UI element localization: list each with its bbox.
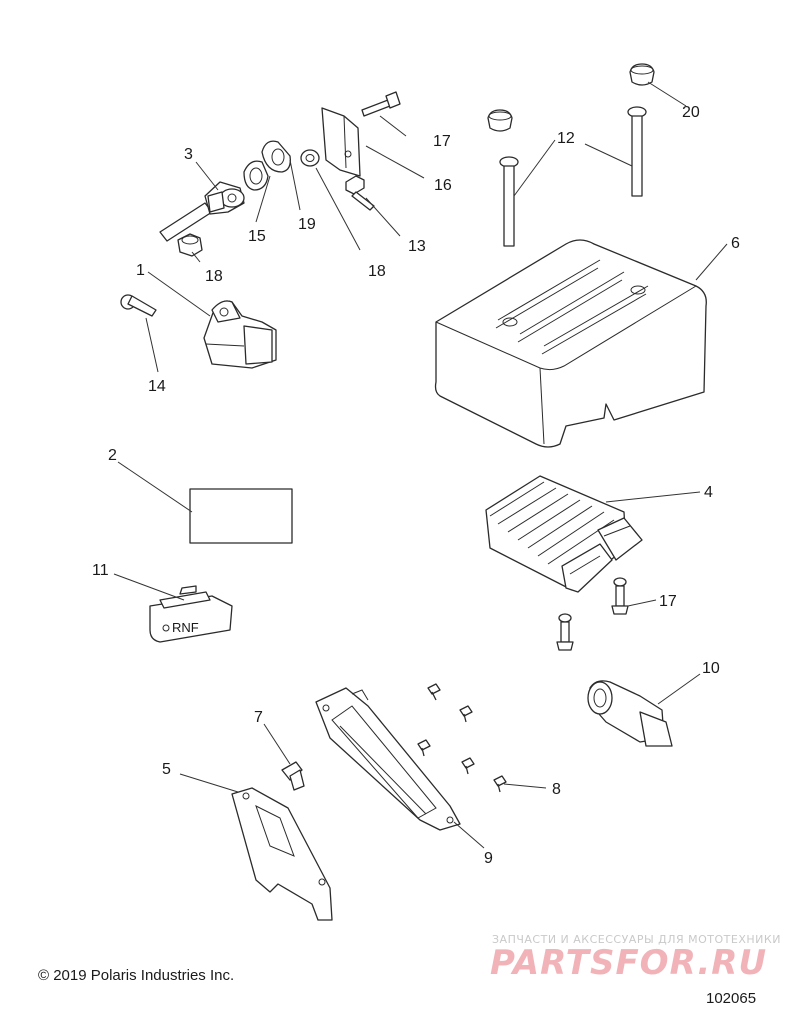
callout-11: 11 bbox=[92, 562, 109, 579]
part-14-bolt bbox=[120, 294, 157, 317]
part-3-sensor bbox=[159, 181, 245, 242]
callout-20: 20 bbox=[682, 104, 700, 121]
part-18-washer bbox=[300, 149, 320, 167]
callout-15: 15 bbox=[248, 228, 266, 245]
watermark-logo: PARTSFOR.RU bbox=[490, 943, 768, 983]
part-15-gasket bbox=[243, 160, 269, 191]
part-12-bolt-a bbox=[499, 156, 519, 247]
part-4-regulator bbox=[485, 475, 643, 593]
part-18-nut bbox=[177, 233, 203, 257]
callout-5: 5 bbox=[162, 761, 171, 778]
callout-17-right: 17 bbox=[659, 593, 677, 610]
callout-16: 16 bbox=[434, 177, 452, 194]
part-1-map-sensor bbox=[203, 300, 277, 369]
part-16-bracket bbox=[321, 107, 361, 177]
callout-10: 10 bbox=[702, 660, 720, 677]
switch-label: RNF bbox=[172, 620, 199, 635]
part-7-rivet bbox=[281, 761, 305, 791]
part-20-cap-left bbox=[487, 109, 513, 132]
callout-18-left: 18 bbox=[205, 268, 223, 285]
leader-lines bbox=[113, 81, 728, 849]
callout-14: 14 bbox=[148, 378, 166, 395]
copyright-notice: © 2019 Polaris Industries Inc. bbox=[38, 967, 235, 984]
callout-4: 4 bbox=[704, 484, 713, 501]
part-10-key-switch bbox=[587, 680, 673, 747]
callout-19: 19 bbox=[298, 216, 316, 233]
callout-7: 7 bbox=[254, 709, 263, 726]
drawing-number: 102065 bbox=[706, 990, 757, 1007]
part-11-switch: RNF bbox=[149, 585, 233, 643]
part-17-bolt-top bbox=[361, 91, 401, 117]
part-17-bolt-right bbox=[611, 577, 629, 615]
callout-3: 3 bbox=[184, 146, 193, 163]
part-8-screws bbox=[417, 683, 507, 793]
part-13-bolt bbox=[345, 175, 375, 211]
callout-1: 1 bbox=[136, 262, 145, 279]
part-17-bolt-lower bbox=[556, 613, 574, 651]
part-19-gasket bbox=[261, 140, 291, 173]
part-6-cover bbox=[434, 239, 707, 448]
part-20-cap bbox=[629, 63, 655, 86]
part-5-bracket bbox=[231, 787, 333, 921]
callout-8: 8 bbox=[552, 781, 561, 798]
callout-13: 13 bbox=[408, 238, 426, 255]
callout-labels: 3 15 19 18 18 17 16 13 1 14 12 20 6 2 4 … bbox=[92, 104, 740, 867]
part-9-ecu bbox=[315, 687, 461, 831]
callout-12: 12 bbox=[557, 130, 575, 147]
callout-9: 9 bbox=[484, 850, 493, 867]
callout-18-right: 18 bbox=[368, 263, 386, 280]
part-2-label bbox=[189, 488, 293, 544]
callout-2: 2 bbox=[108, 447, 117, 464]
part-12-bolt-b bbox=[627, 106, 647, 197]
watermark-tagline: ЗАПЧАСТИ И АКСЕССУАРЫ ДЛЯ МОТОТЕХНИКИ bbox=[492, 933, 781, 946]
callout-17-top: 17 bbox=[433, 133, 451, 150]
callout-6: 6 bbox=[731, 235, 740, 252]
